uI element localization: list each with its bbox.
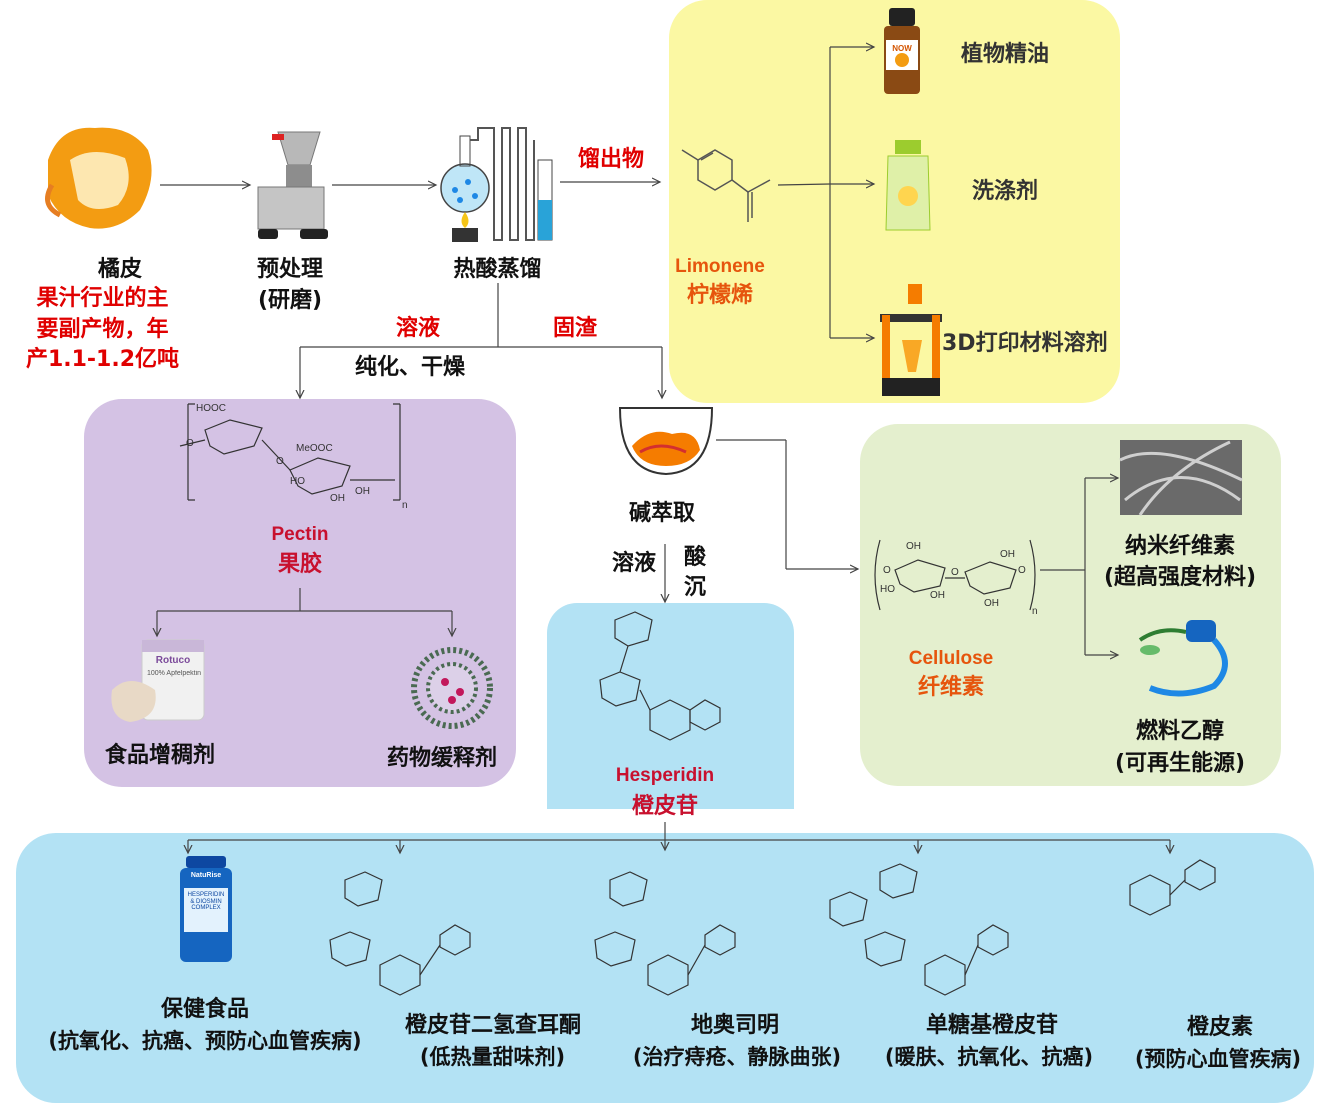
products-panel — [16, 833, 1314, 1103]
alkali-solution-label: 溶液 — [611, 551, 656, 576]
product-1-line1: 保健食品 — [160, 997, 249, 1022]
alkali-bowl-icon — [618, 407, 714, 476]
pectin-structure — [179, 403, 401, 501]
peel-note-line-2: 要副产物，年 — [36, 317, 169, 342]
limonene-use-oil: 植物精油 — [960, 42, 1049, 67]
pectin-use-food: 食品增稠剂 — [104, 743, 215, 768]
pectin-struct-n: n — [402, 500, 408, 511]
cellulose-struct-oh1: OH — [906, 541, 921, 552]
product-2-line2: (低热量甜味剂) — [419, 1045, 566, 1069]
acid-label-1: 酸 — [683, 545, 706, 570]
alkali-label: 碱萃取 — [628, 501, 695, 526]
cellulose-use-ethanol-line2: (可再生能源) — [1114, 751, 1246, 776]
hesperidin-name-cn: 橙皮苷 — [631, 794, 698, 819]
hesperidin-name-en: Hesperidin — [615, 765, 715, 786]
peel-note-line-3: 产1.1-1.2亿吨 — [25, 347, 180, 372]
jar-brand-label: Rotuco — [155, 655, 191, 666]
cellulose-use-ethanol-line1: 燃料乙醇 — [1135, 719, 1224, 744]
cellulose-struct-o2: O — [951, 567, 959, 578]
product-4-line2: (暖肤、抗氧化、抗癌) — [884, 1045, 1094, 1069]
distillation-apparatus-icon — [440, 127, 553, 242]
cellulose-name-en: Cellulose — [908, 648, 994, 669]
distill-title: 热酸蒸馏 — [453, 257, 542, 282]
supplement-brand-label: NatuRise — [190, 872, 222, 879]
pectin-struct-ho: HO — [290, 476, 305, 487]
cellulose-struct-o1: O — [883, 565, 891, 576]
pretreat-sub: (研磨) — [257, 288, 323, 313]
limonene-name-cn: 柠檬烯 — [686, 283, 753, 308]
pectin-name-cn: 果胶 — [277, 552, 322, 577]
hesperidin-panel — [547, 603, 794, 809]
limonene-name-en: Limonene — [675, 256, 765, 277]
cellulose-struct-oh2: OH — [1000, 549, 1015, 560]
cellulose-struct-n: n — [1032, 606, 1038, 617]
pretreat-title: 预处理 — [256, 257, 323, 282]
pectin-struct-o2: O — [276, 456, 284, 467]
nanocellulose-image — [1119, 440, 1243, 516]
cellulose-structure — [874, 539, 1036, 611]
oil-brand-label: NOW — [892, 44, 912, 53]
product-3-line2: (治疗痔疮、静脉曲张) — [632, 1045, 842, 1069]
limonene-structure — [681, 149, 771, 222]
cellulose-struct-ho: HO — [880, 584, 895, 595]
3d-printer-icon — [880, 284, 942, 396]
pectin-name-en: Pectin — [271, 524, 329, 545]
product-4-line1: 单糖基橙皮苷 — [925, 1013, 1058, 1038]
grinder-icon — [257, 131, 328, 239]
cellulose-use-nano-line1: 纳米纤维素 — [1124, 534, 1235, 559]
cellulose-struct-oh3: OH — [930, 590, 945, 601]
orange-peel-icon — [45, 127, 152, 229]
supplement-bottle-icon — [180, 856, 232, 962]
limonene-use-3d: 3D打印材料溶剂 — [942, 331, 1108, 356]
cellulose-use-nano-line2: (超高强度材料) — [1103, 565, 1257, 590]
supplement-text-label: HESPERIDIN & DIOSMIN COMPLEX — [187, 892, 225, 912]
acid-label-2: 沉 — [683, 575, 706, 600]
pectin-struct-hooc: HOOC — [196, 403, 226, 414]
cellulose-name-cn: 纤维素 — [917, 675, 984, 700]
pectin-use-drug: 药物缓释剂 — [386, 746, 497, 771]
pectin-struct-oh2: OH — [355, 486, 370, 497]
fuel-nozzle-icon — [1138, 620, 1228, 697]
cellulose-struct-oh4: OH — [984, 598, 999, 609]
product-1-line2: (抗氧化、抗癌、预防心血管疾病) — [48, 1029, 362, 1053]
pectin-jar-icon — [111, 639, 205, 722]
peel-note-line-1: 果汁行业的主 — [36, 286, 169, 311]
peel-title: 橘皮 — [97, 257, 142, 282]
pectin-struct-o1: O — [186, 438, 194, 449]
product-5-line2: (预防心血管疾病) — [1134, 1047, 1302, 1071]
liposome-icon — [411, 647, 493, 729]
purify-label: 纯化、干燥 — [354, 355, 465, 380]
pectin-struct-meooc: MeOOC — [296, 443, 333, 454]
product-5-line1: 橙皮素 — [1186, 1015, 1253, 1040]
residue-label: 固渣 — [552, 316, 597, 341]
solution-label: 溶液 — [395, 316, 440, 341]
essential-oil-bottle-icon — [884, 8, 920, 94]
hesperidin-structure — [599, 611, 721, 741]
cellulose-struct-o3: O — [1018, 565, 1026, 576]
product-2-line1: 橙皮苷二氢查耳酮 — [404, 1013, 581, 1038]
limonene-use-detergent: 洗涤剂 — [971, 179, 1038, 204]
jar-text-label: 100% Apfelpektin — [146, 670, 202, 677]
product-structures — [329, 859, 1216, 996]
detergent-bottle-icon — [885, 140, 931, 231]
distillate-label: 馏出物 — [577, 147, 644, 172]
product-3-line1: 地奥司明 — [690, 1013, 779, 1038]
pectin-struct-oh1: OH — [330, 493, 345, 504]
